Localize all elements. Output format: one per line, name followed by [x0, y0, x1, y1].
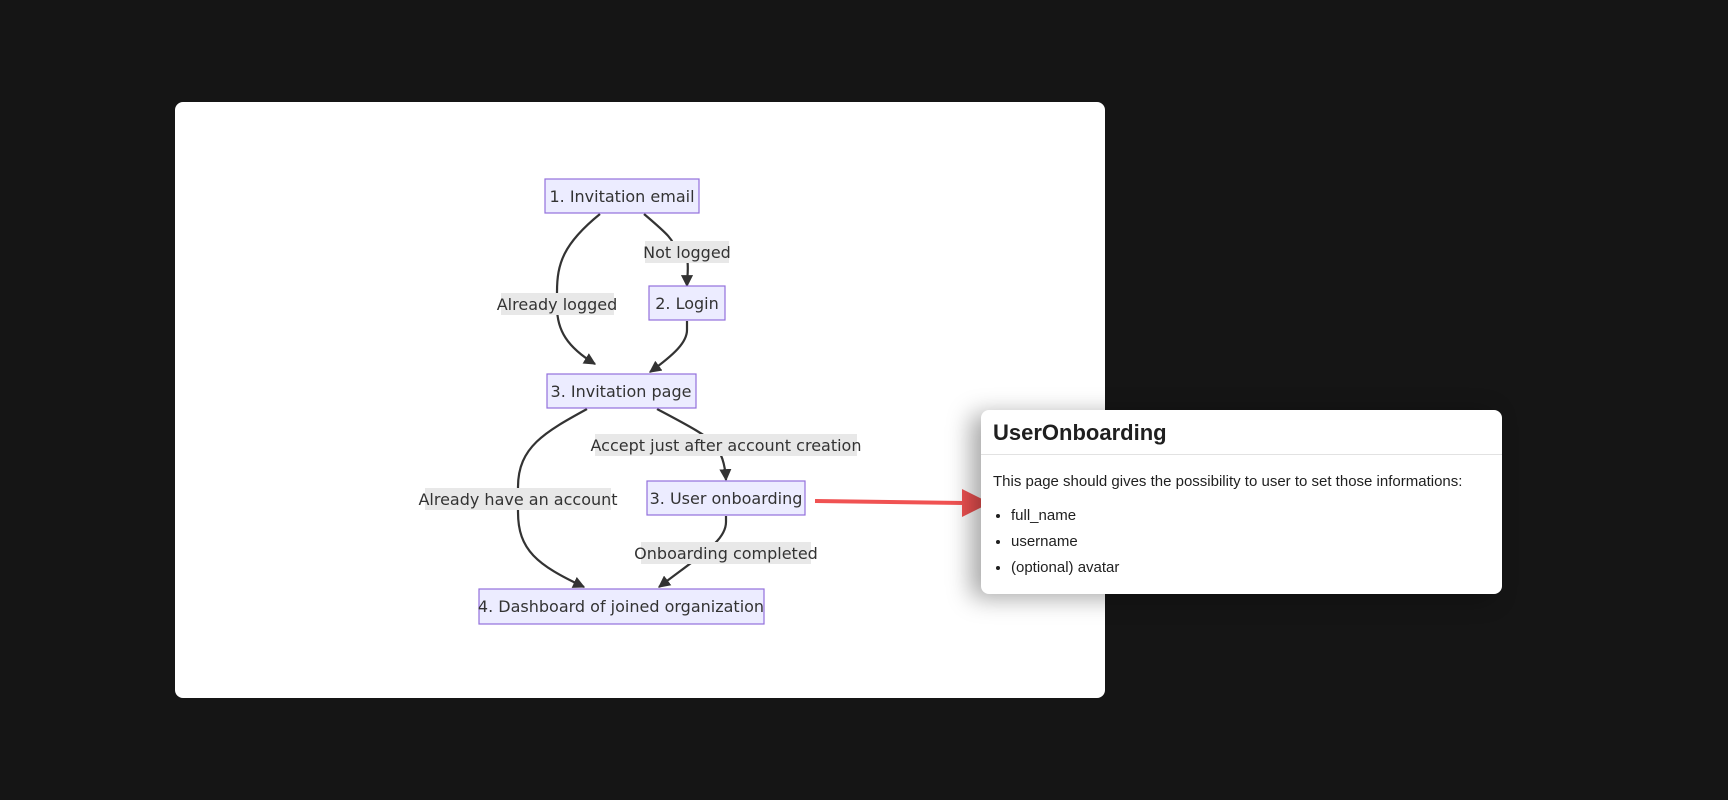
edge-label-onboarding-completed: Onboarding completed [634, 542, 818, 564]
node-invitation-email: 1. Invitation email [544, 178, 700, 214]
note-description: This page should gives the possibility t… [993, 473, 1463, 490]
list-item: username [1011, 529, 1502, 555]
node-label: 2. Login [655, 294, 719, 313]
note-card: UserOnboarding This page should gives th… [981, 410, 1502, 594]
note-title: UserOnboarding [981, 410, 1502, 455]
edge-label-text: Onboarding completed [634, 544, 818, 563]
diagram-card: Not logged Already logged Accept just af… [175, 102, 1105, 698]
list-item: (optional) avatar [1011, 555, 1502, 581]
node-label: 1. Invitation email [549, 187, 694, 206]
edge-label-text: Accept just after account creation [591, 436, 862, 455]
node-login: 2. Login [648, 285, 726, 321]
edge-login-to-page [649, 321, 689, 373]
edge-label-accept-after-creation: Accept just after account creation [591, 434, 862, 456]
edge-email-to-page [555, 213, 601, 365]
node-label: 4. Dashboard of joined organization [478, 597, 764, 616]
node-invitation-page: 3. Invitation page [546, 373, 697, 409]
edge-label-text: Not logged [643, 243, 731, 262]
edge-label-text: Already have an account [418, 490, 617, 509]
list-item: full_name [1011, 503, 1502, 529]
edge-label-not-logged: Not logged [643, 241, 731, 263]
node-label: 3. Invitation page [551, 382, 692, 401]
edge-label-already-logged: Already logged [497, 293, 618, 315]
edge-label-text: Already logged [497, 295, 618, 314]
note-field-list: full_name username (optional) avatar [981, 503, 1502, 581]
node-user-onboarding: 3. User onboarding [646, 480, 806, 516]
node-label: 3. User onboarding [650, 489, 803, 508]
flowchart: Not logged Already logged Accept just af… [418, 178, 862, 625]
edge-label-already-have-account: Already have an account [418, 488, 618, 510]
node-dashboard: 4. Dashboard of joined organization [478, 588, 765, 625]
